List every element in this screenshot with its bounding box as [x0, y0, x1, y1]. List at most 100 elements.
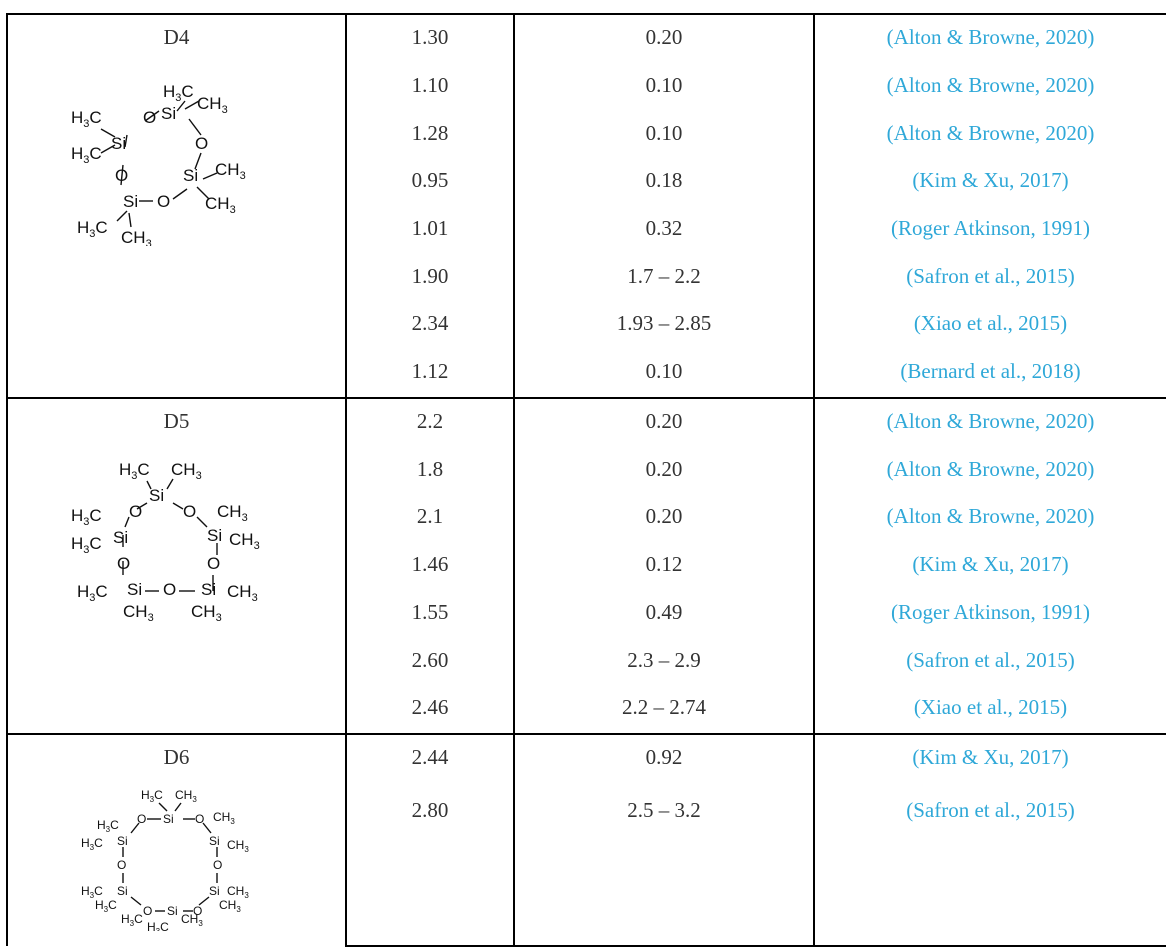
- compound-cell: D5 H3C CH3 Si O O CH3 Si CH3 O Si CH3 CH…: [6, 396, 347, 735]
- reference-cell: (Roger Atkinson, 1991): [814, 589, 1166, 638]
- table-row: [7, 839, 1166, 893]
- svg-text:Si: Si: [117, 884, 128, 898]
- citation-link[interactable]: (Alton & Browne, 2020): [886, 456, 1095, 481]
- value-text-2: 1.93 – 2.85: [616, 311, 712, 336]
- value-cell-2: 2.3 – 2.9: [514, 637, 815, 686]
- d5-atom-labels: H3C CH3 Si O O CH3 Si CH3 O Si CH3 CH3 O…: [71, 460, 260, 624]
- svg-text:H3C: H3C: [71, 108, 102, 130]
- value-cell-1: 1.10: [346, 62, 515, 111]
- value-text-1: [347, 892, 513, 936]
- citation-link[interactable]: (Alton & Browne, 2020): [886, 120, 1095, 145]
- svg-text:O: O: [183, 502, 196, 521]
- svg-text:H3C: H3C: [121, 912, 143, 928]
- table-row: 1.10 0.10 (Alton & Browne, 2020): [7, 62, 1166, 111]
- citation-link[interactable]: (Alton & Browne, 2020): [886, 72, 1095, 97]
- svg-text:H3C: H3C: [97, 818, 119, 834]
- table-row: D6 H3C CH3 Si O O CH3 H3C Si Si H3C CH3 …: [6, 733, 1166, 946]
- svg-text:O: O: [129, 502, 142, 521]
- value-text-2: 0.20: [645, 504, 683, 529]
- value-text-2: 0.12: [645, 552, 683, 577]
- value-cell-1: 2.2: [346, 396, 515, 447]
- value-cell-1: 2.34: [346, 301, 515, 350]
- reference-cell: [814, 839, 1166, 893]
- value-cell-2: 0.49: [514, 589, 815, 638]
- value-cell-2: [514, 892, 815, 947]
- citation-link[interactable]: (Roger Atkinson, 1991): [891, 215, 1090, 240]
- citation-link[interactable]: (Safron et al., 2015): [906, 797, 1075, 822]
- value-text-2: 1.7 – 2.2: [627, 263, 701, 288]
- value-text-1: 2.1: [416, 504, 444, 529]
- value-cell-1: 1.55: [346, 589, 515, 638]
- compound-cell: D6 H3C CH3 Si O O CH3 H3C Si Si H3C CH3 …: [6, 733, 347, 946]
- citation-link[interactable]: (Xiao et al., 2015): [913, 311, 1068, 336]
- citation-link[interactable]: [815, 892, 1166, 936]
- value-text-2: 0.10: [645, 359, 683, 384]
- citation-link[interactable]: (Bernard et al., 2018): [900, 359, 1081, 384]
- value-text-2: 2.3 – 2.9: [627, 647, 701, 672]
- value-cell-1: 1.01: [346, 205, 515, 254]
- reference-cell: (Kim & Xu, 2017): [814, 733, 1166, 788]
- table-row: 2.60 2.3 – 2.9 (Safron et al., 2015): [7, 637, 1166, 686]
- svg-text:CH3: CH3: [229, 530, 260, 552]
- value-text-2: 0.20: [645, 456, 683, 481]
- citation-link[interactable]: (Alton & Browne, 2020): [886, 504, 1095, 529]
- svg-text:CH3: CH3: [227, 582, 258, 604]
- value-cell-2: 0.32: [514, 205, 815, 254]
- citation-link[interactable]: [815, 840, 1166, 884]
- value-cell-2: [514, 839, 815, 893]
- citation-link[interactable]: (Safron et al., 2015): [906, 647, 1075, 672]
- svg-text:O: O: [157, 192, 170, 211]
- table-row: 2.1 0.20 (Alton & Browne, 2020): [7, 494, 1166, 543]
- svg-text:Si: Si: [161, 104, 176, 123]
- value-cell-2: 0.10: [514, 62, 815, 111]
- svg-text:CH3: CH3: [227, 884, 249, 900]
- svg-text:O: O: [115, 166, 128, 185]
- value-cell-2: 0.10: [514, 349, 815, 398]
- value-cell-1: 2.44: [346, 733, 515, 788]
- value-text-1: 1.10: [411, 72, 449, 97]
- reference-cell: (Alton & Browne, 2020): [814, 62, 1166, 111]
- table-row: 2.34 1.93 – 2.85 (Xiao et al., 2015): [7, 301, 1166, 350]
- value-text-1: 1.01: [411, 215, 449, 240]
- svg-text:Si: Si: [111, 134, 126, 153]
- svg-text:CH3: CH3: [205, 194, 236, 216]
- citation-link[interactable]: (Kim & Xu, 2017): [912, 168, 1069, 193]
- value-text-2: 0.92: [645, 745, 683, 770]
- svg-text:O: O: [193, 904, 202, 918]
- citation-link[interactable]: (Alton & Browne, 2020): [886, 408, 1095, 433]
- value-cell-1: 1.28: [346, 110, 515, 159]
- value-text-1: 2.46: [411, 695, 449, 720]
- reference-cell: (Safron et al., 2015): [814, 637, 1166, 686]
- value-cell-1: 2.60: [346, 637, 515, 686]
- svg-text:H3C: H3C: [95, 898, 117, 914]
- citation-link[interactable]: (Roger Atkinson, 1991): [891, 599, 1090, 624]
- reference-cell: (Bernard et al., 2018): [814, 349, 1166, 398]
- svg-text:CH3: CH3: [121, 228, 152, 246]
- reference-cell: (Alton & Browne, 2020): [814, 13, 1166, 63]
- citation-link[interactable]: (Safron et al., 2015): [906, 263, 1075, 288]
- value-text-1: 2.2: [416, 408, 444, 433]
- reference-cell: (Alton & Browne, 2020): [814, 110, 1166, 159]
- citation-link[interactable]: (Kim & Xu, 2017): [912, 745, 1069, 770]
- svg-text:Si: Si: [117, 834, 128, 848]
- value-text-1: 1.90: [411, 263, 449, 288]
- citation-link[interactable]: (Kim & Xu, 2017): [912, 552, 1069, 577]
- table-row: D4 H3C CH3 Si O O Si CH3 CH3 O Si H3C CH…: [6, 13, 1166, 398]
- svg-text:Si: Si: [123, 192, 138, 211]
- svg-text:O: O: [195, 812, 204, 826]
- value-cell-1: 1.46: [346, 542, 515, 590]
- svg-text:O: O: [143, 108, 156, 127]
- d6-structure-image: H3C CH3 Si O O CH3 H3C Si Si H3C CH3 O O…: [81, 788, 249, 931]
- value-cell-2: 0.20: [514, 446, 815, 495]
- value-cell-1: [346, 892, 515, 947]
- d5-structure-image: H3C CH3 Si O O CH3 Si CH3 O Si CH3 CH3 O…: [71, 460, 260, 624]
- citation-link[interactable]: (Alton & Browne, 2020): [886, 25, 1095, 49]
- citation-link[interactable]: (Xiao et al., 2015): [913, 695, 1068, 720]
- svg-text:Si: Si: [207, 526, 222, 545]
- value-cell-2: 0.18: [514, 158, 815, 206]
- value-cell-2: 0.20: [514, 13, 815, 63]
- svg-text:Si: Si: [183, 166, 198, 185]
- value-cell-2: 0.20: [514, 494, 815, 543]
